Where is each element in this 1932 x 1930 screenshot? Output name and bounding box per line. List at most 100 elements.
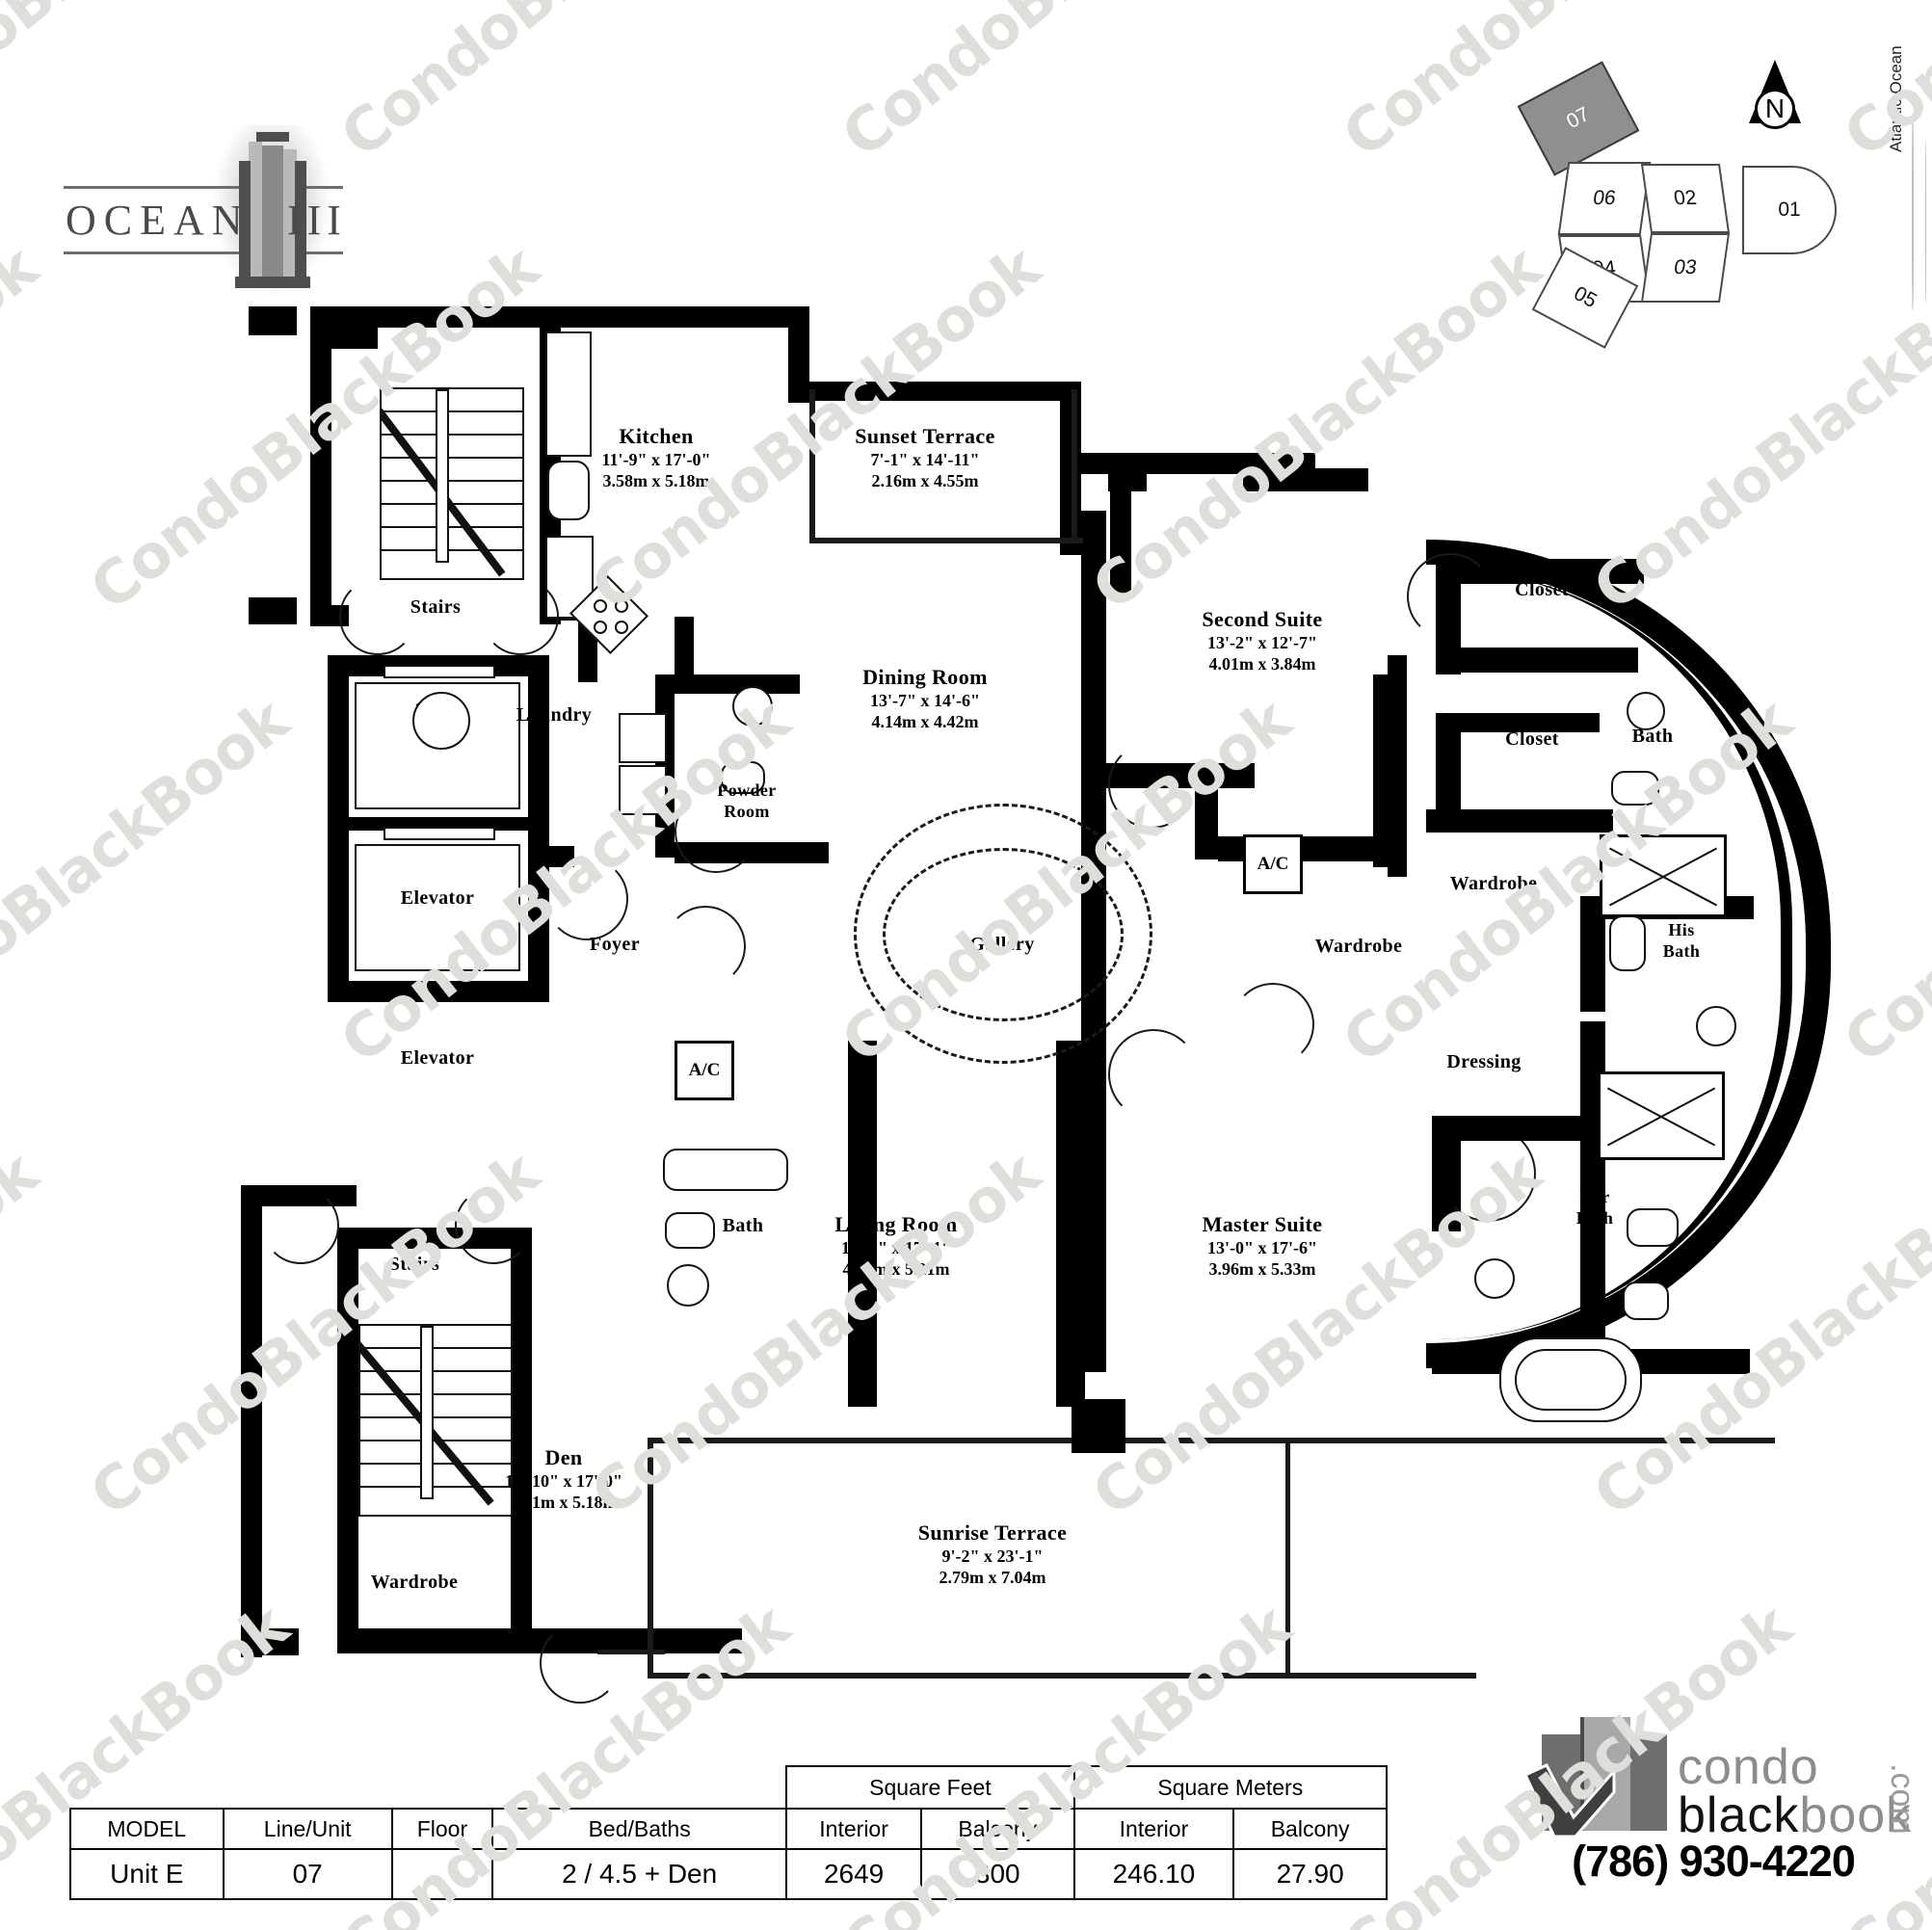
cell-sqm-balcony: 27.90 bbox=[1232, 1848, 1388, 1900]
label-wardrobe-bottom-left: Wardrobe bbox=[370, 1572, 459, 1593]
wall bbox=[675, 617, 694, 684]
door-swing bbox=[262, 1187, 339, 1264]
kitchen-counter bbox=[545, 331, 592, 457]
kitchen-imperial: 11'-9" x 17'-0" bbox=[601, 449, 711, 469]
terrace-rail bbox=[809, 538, 1083, 543]
keyplan-unit-01[interactable]: 01 bbox=[1742, 166, 1837, 254]
door-swing bbox=[1440, 1125, 1536, 1222]
door-swing bbox=[1108, 742, 1195, 829]
brand-phone-number[interactable]: (786) 930-4220 bbox=[1572, 1837, 1856, 1886]
door-swing bbox=[540, 1623, 621, 1704]
stair-lower bbox=[358, 1324, 513, 1517]
table-group-header-row: Square Feet Square Meters bbox=[70, 1765, 1389, 1810]
col-header-bed-baths: Bed/Baths bbox=[491, 1808, 788, 1850]
stair-tread bbox=[380, 526, 524, 528]
stair-tread bbox=[358, 1463, 513, 1465]
door-swing bbox=[675, 790, 757, 873]
wall bbox=[249, 597, 297, 624]
logo-word-right: III bbox=[287, 197, 347, 244]
sunset-terrace-metric: 2.16m x 4.55m bbox=[871, 470, 979, 490]
door-swing bbox=[1231, 983, 1314, 1066]
group-header-square-feet: Square Feet bbox=[785, 1765, 1075, 1810]
label-elevator-bottom: Elevator bbox=[400, 1047, 475, 1069]
wall bbox=[540, 306, 809, 328]
second-suite-name: Second Suite bbox=[1202, 607, 1323, 631]
room-label-second-suite: Second Suite 13'-2" x 12'-7" 4.01m x 3.8… bbox=[1127, 607, 1397, 675]
label-her-bath: Her Bath bbox=[1575, 1187, 1614, 1228]
brand-check-icon bbox=[1522, 1763, 1616, 1838]
range-burner-icon bbox=[615, 621, 628, 634]
wall bbox=[310, 306, 331, 624]
sunset-terrace-imperial: 7'-1" x 14'-11" bbox=[870, 449, 980, 469]
dining-room-imperial: 13'-7" x 14'-6" bbox=[870, 690, 980, 710]
stair-tread bbox=[380, 410, 524, 412]
sunrise-terrace-name: Sunrise Terrace bbox=[917, 1520, 1068, 1545]
cell-model: Unit E bbox=[69, 1848, 225, 1900]
north-label: N bbox=[1764, 93, 1786, 123]
toilet-icon bbox=[1627, 1208, 1679, 1247]
wall bbox=[241, 1185, 262, 1657]
washer-icon bbox=[619, 713, 667, 763]
col-header-sqm-interior: Interior bbox=[1072, 1808, 1235, 1850]
label-foyer: Foyer bbox=[590, 934, 640, 955]
room-label-living-room: Living Room 15'-1" x 17'-1" 4.60m x 5.21… bbox=[771, 1212, 1021, 1281]
sink-icon bbox=[1474, 1258, 1515, 1299]
label-gallery: Gallery bbox=[969, 934, 1035, 955]
door-swing bbox=[339, 578, 416, 655]
kitchen-sink bbox=[547, 461, 590, 520]
col-header-sqm-balcony: Balcony bbox=[1232, 1808, 1388, 1850]
building-logo: OCEAN III bbox=[58, 72, 357, 299]
cell-sqft-interior: 2649 bbox=[785, 1848, 922, 1900]
second-suite-metric: 4.01m x 3.84m bbox=[1208, 653, 1316, 674]
bathtub-icon bbox=[663, 1149, 788, 1191]
floor-plan: A/C A/C Kitchen 11'-9" x 17'-0" 3.58m x … bbox=[0, 0, 1932, 1696]
gallery-oval-outer bbox=[854, 804, 1152, 1064]
cell-bed-baths: 2 / 4.5 + Den bbox=[491, 1848, 788, 1900]
bidet-icon bbox=[1623, 1282, 1669, 1320]
cell-line-unit: 07 bbox=[222, 1848, 393, 1900]
brand-word-blackbook: blackbook bbox=[1678, 1787, 1913, 1843]
master-suite-metric: 3.96m x 5.33m bbox=[1208, 1258, 1316, 1279]
stair-tread bbox=[380, 549, 524, 551]
master-suite-imperial: 13'-0" x 17'-6" bbox=[1207, 1237, 1317, 1257]
sunrise-terrace-metric: 2.79m x 7.04m bbox=[939, 1567, 1046, 1587]
toilet-icon bbox=[1609, 915, 1646, 971]
second-suite-imperial: 13'-2" x 12'-7" bbox=[1207, 632, 1317, 652]
living-room-name: Living Room bbox=[834, 1212, 958, 1236]
wall bbox=[511, 1228, 532, 1642]
wave-line-2 bbox=[1925, 141, 1926, 304]
condoblackbook-brand[interactable]: condo blackbook .com (786) 930-4220 bbox=[1489, 1707, 1920, 1900]
room-label-dining-room: Dining Room 13'-7" x 14'-6" 4.14m x 4.42… bbox=[800, 665, 1050, 733]
cell-sqm-interior: 246.10 bbox=[1072, 1848, 1235, 1900]
stair-rail bbox=[420, 1326, 434, 1499]
terrace-rail bbox=[648, 1438, 1775, 1443]
terrace-rail bbox=[648, 1673, 1476, 1679]
label-wardrobe-upper: Wardrobe bbox=[1449, 873, 1538, 894]
tower-illustration bbox=[227, 132, 316, 288]
toilet-icon bbox=[1611, 771, 1659, 806]
sink-icon bbox=[1696, 1006, 1736, 1046]
label-bath-second-suite: Bath bbox=[1631, 726, 1674, 747]
elevator-door-top bbox=[384, 665, 495, 678]
dryer-icon bbox=[619, 765, 667, 815]
wall bbox=[788, 382, 1077, 401]
range-burner-icon bbox=[594, 621, 607, 634]
terrace-rail bbox=[809, 389, 815, 543]
table-row: Unit E 07 2 / 4.5 + Den 2649 300 246.10 … bbox=[69, 1848, 1388, 1900]
room-label-sunset-terrace: Sunset Terrace 7'-1" x 14'-11" 2.16m x 4… bbox=[800, 424, 1050, 492]
sunrise-terrace-imperial: 9'-2" x 23'-1" bbox=[941, 1546, 1044, 1566]
wave-line-1 bbox=[1912, 118, 1914, 310]
kitchen-name: Kitchen bbox=[619, 424, 694, 448]
terrace-rail bbox=[597, 1650, 665, 1654]
wall bbox=[1072, 1399, 1125, 1453]
col-header-floor: Floor bbox=[390, 1808, 494, 1850]
wall bbox=[1243, 468, 1368, 491]
label-bath-left: Bath bbox=[722, 1215, 764, 1236]
col-header-model: MODEL bbox=[69, 1808, 225, 1850]
powder-toilet-icon bbox=[721, 761, 765, 794]
label-stairs-bottom: Stairs bbox=[388, 1254, 440, 1275]
stair-tread bbox=[380, 434, 524, 436]
brand-dotcom: .com bbox=[1884, 1763, 1920, 1835]
label-closet-upper: Closet bbox=[1515, 579, 1569, 600]
den-metric: 3.61m x 5.18m bbox=[510, 1492, 618, 1512]
